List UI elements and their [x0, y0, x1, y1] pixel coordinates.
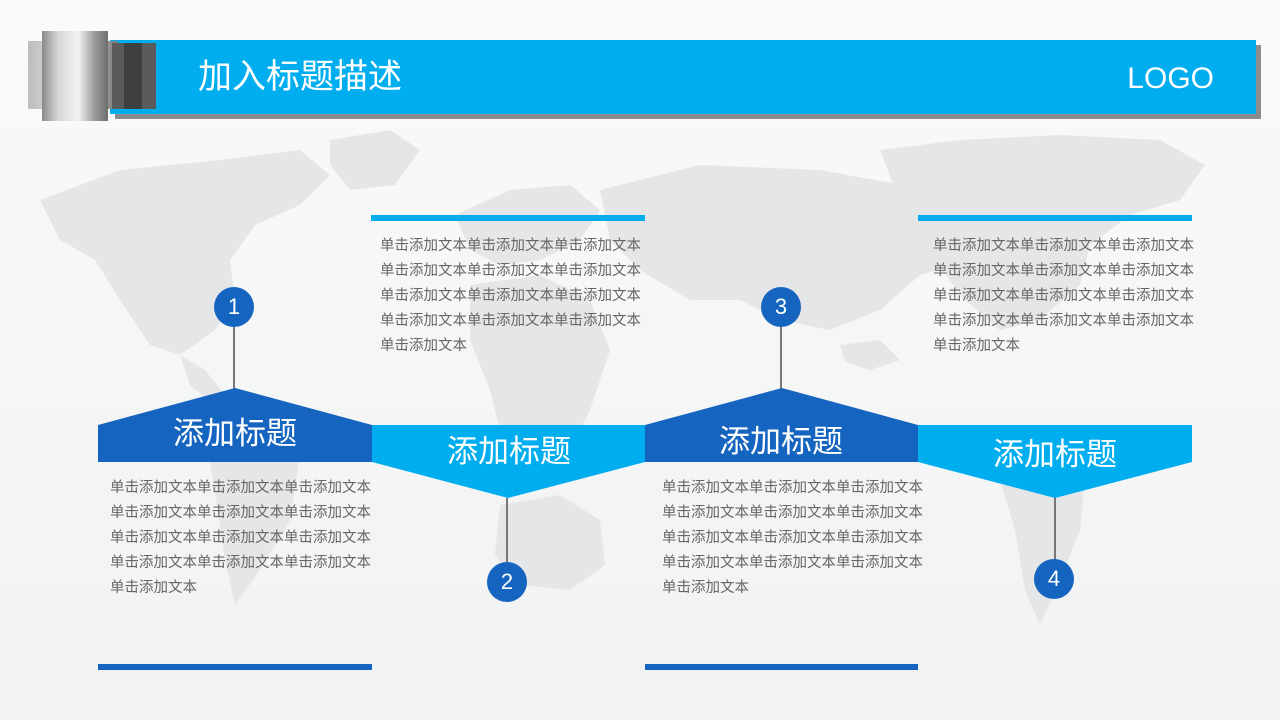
- step-number-2: 2: [487, 562, 527, 602]
- step-shape-2: [372, 425, 645, 498]
- step-number-3: 3: [761, 287, 801, 327]
- step-text-4: 单击添加文本单击添加文本单击添加文本单击添加文本单击添加文本单击添加文本单击添加…: [933, 238, 1194, 354]
- bottom-rule-1: [98, 664, 372, 670]
- step-text-1: 单击添加文本单击添加文本单击添加文本单击添加文本单击添加文本单击添加文本单击添加…: [110, 480, 371, 596]
- connector-line-3: [780, 326, 782, 390]
- step-text-3: 单击添加文本单击添加文本单击添加文本单击添加文本单击添加文本单击添加文本单击添加…: [662, 480, 923, 596]
- step-shape-3: [645, 388, 918, 462]
- logo-text: LOGO: [1127, 62, 1214, 95]
- page-title: 加入标题描述: [198, 57, 402, 97]
- connector-line-4: [1054, 480, 1056, 562]
- step-title-1: 添加标题: [173, 416, 297, 452]
- step-shape-4: [918, 425, 1192, 498]
- bottom-rule-3: [645, 664, 918, 670]
- metallic-cylinder-decoration: [28, 31, 156, 121]
- step-number-4: 4: [1034, 559, 1074, 599]
- step-title-2: 添加标题: [447, 434, 571, 470]
- step-title-4: 添加标题: [993, 437, 1117, 473]
- connector-line-2: [506, 498, 508, 564]
- step-title-3: 添加标题: [719, 424, 843, 460]
- header-bar: 加入标题描述 LOGO: [110, 40, 1256, 114]
- step-text-2: 单击添加文本单击添加文本单击添加文本单击添加文本单击添加文本单击添加文本单击添加…: [380, 238, 641, 354]
- step-shape-1: [98, 388, 372, 462]
- connector-line-1: [233, 326, 235, 390]
- top-rule-2: [371, 215, 645, 221]
- step-number-1: 1: [214, 287, 254, 327]
- top-rule-4: [918, 215, 1192, 221]
